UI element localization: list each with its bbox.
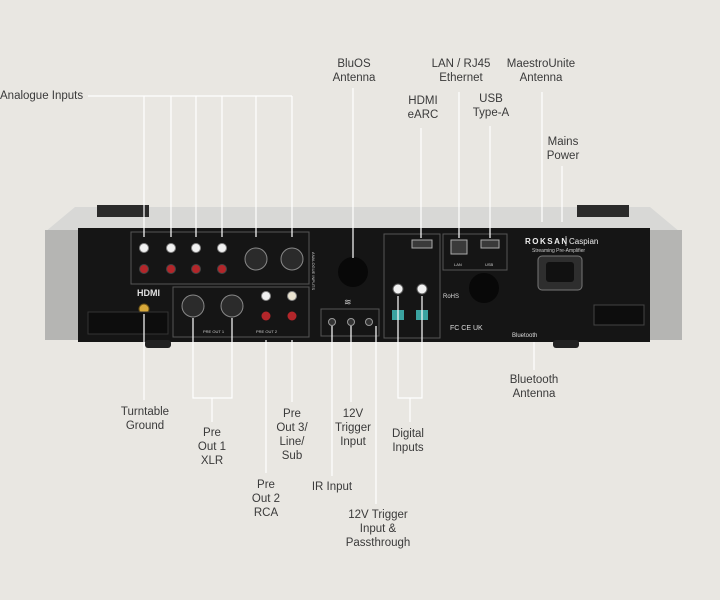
lan-usb-box xyxy=(442,233,508,271)
label-mains-power: Mains Power xyxy=(546,136,580,162)
rca-white-3 xyxy=(191,243,201,253)
label-hdmi-earc: HDMI eARC xyxy=(407,95,439,121)
trigger-in-jack xyxy=(347,318,355,326)
label-pre-out-2-rca: Pre Out 2 RCA xyxy=(251,479,281,519)
model-caspian: Caspian xyxy=(569,237,598,246)
rca-white-2 xyxy=(166,243,176,253)
rohs-mark: RoHS xyxy=(443,294,459,300)
ir-input-jack xyxy=(328,318,336,326)
pre-out-1-text: PRE OUT 1 xyxy=(203,329,225,334)
digital-inputs-box xyxy=(383,233,441,339)
label-turntable-ground: Turntable Ground xyxy=(120,406,170,432)
label-usb-type-a: USB Type-A xyxy=(472,93,510,119)
pre-out-3-red xyxy=(287,311,297,321)
xlr-input-2 xyxy=(280,247,304,271)
bluos-antenna-port xyxy=(338,257,368,287)
trigger-box xyxy=(320,308,380,337)
top-vent-left xyxy=(97,205,149,217)
ce-marks: FC CE UK xyxy=(450,325,483,332)
trigger-out-jack xyxy=(365,318,373,326)
pre-out-3-white xyxy=(287,291,297,301)
wifi-icon: ≋ xyxy=(344,298,352,308)
label-pre-out-1-xlr: Pre Out 1 XLR xyxy=(197,427,227,467)
foot-right xyxy=(553,340,579,348)
serial-plate xyxy=(87,311,169,335)
xlr-input-1 xyxy=(244,247,268,271)
rca-red-row xyxy=(139,264,227,274)
pre-out-2-text: PRE OUT 2 xyxy=(256,329,278,334)
label-analogue-inputs: Analogue Inputs xyxy=(0,90,84,102)
usb-port xyxy=(480,239,500,249)
analogue-group-label: ANALOGUE INPUTS xyxy=(311,252,316,290)
chassis-right-side xyxy=(646,230,682,340)
xlr-out-1 xyxy=(181,294,205,318)
top-vent-right xyxy=(577,205,629,217)
label-ir-input: IR Input xyxy=(311,481,353,493)
lan-port-text: LAN xyxy=(454,262,462,267)
brand-roksan: ROKSAN xyxy=(525,237,569,246)
bluetooth-logo: Bluetooth xyxy=(512,333,537,339)
pre-out-2-red xyxy=(261,311,271,321)
pre-out-2-white xyxy=(261,291,271,301)
rca-white-4 xyxy=(217,243,227,253)
analogue-inputs-box xyxy=(130,231,310,285)
rca-red-3 xyxy=(191,264,201,274)
mains-inlet-socket xyxy=(546,262,574,282)
label-lan-ethernet: LAN / RJ45 Ethernet xyxy=(431,58,491,84)
xlr-out-2 xyxy=(220,294,244,318)
rca-red-4 xyxy=(217,264,227,274)
coax-d1 xyxy=(392,283,404,295)
warning-plate xyxy=(593,304,645,326)
label-12v-trigger-input: 12V Trigger Input xyxy=(335,408,371,448)
leader-lines xyxy=(88,88,563,504)
coax-d2 xyxy=(416,283,428,295)
hdmi-logo: HDMI xyxy=(137,288,160,298)
label-12v-trigger-passthrough: 12V Trigger Input & Passthrough xyxy=(345,509,411,549)
rca-white-1 xyxy=(139,243,149,253)
rca-white-row xyxy=(139,243,227,253)
hdmi-earc-port xyxy=(411,239,433,249)
pre-out-box xyxy=(172,286,310,338)
rca-red-2 xyxy=(166,264,176,274)
rca-red-1 xyxy=(139,264,149,274)
label-digital-inputs: Digital Inputs xyxy=(392,428,424,454)
chassis-top xyxy=(45,207,680,232)
label-bluetooth-antenna: Bluetooth Antenna xyxy=(509,374,559,400)
chassis-left-side xyxy=(45,230,81,340)
maestrounite-antenna-port xyxy=(469,273,499,303)
label-maestrounite-antenna: MaestroUnite Antenna xyxy=(506,58,576,84)
usb-port-text: USB xyxy=(485,262,494,267)
foot-left xyxy=(145,340,171,348)
lan-port xyxy=(450,239,468,255)
label-pre-out-3-line-sub: Pre Out 3/ Line/ Sub xyxy=(276,408,308,462)
label-bluos-antenna: BluOS Antenna xyxy=(332,58,376,84)
product-subtitle: Streaming Pre-Amplifier xyxy=(532,248,585,254)
